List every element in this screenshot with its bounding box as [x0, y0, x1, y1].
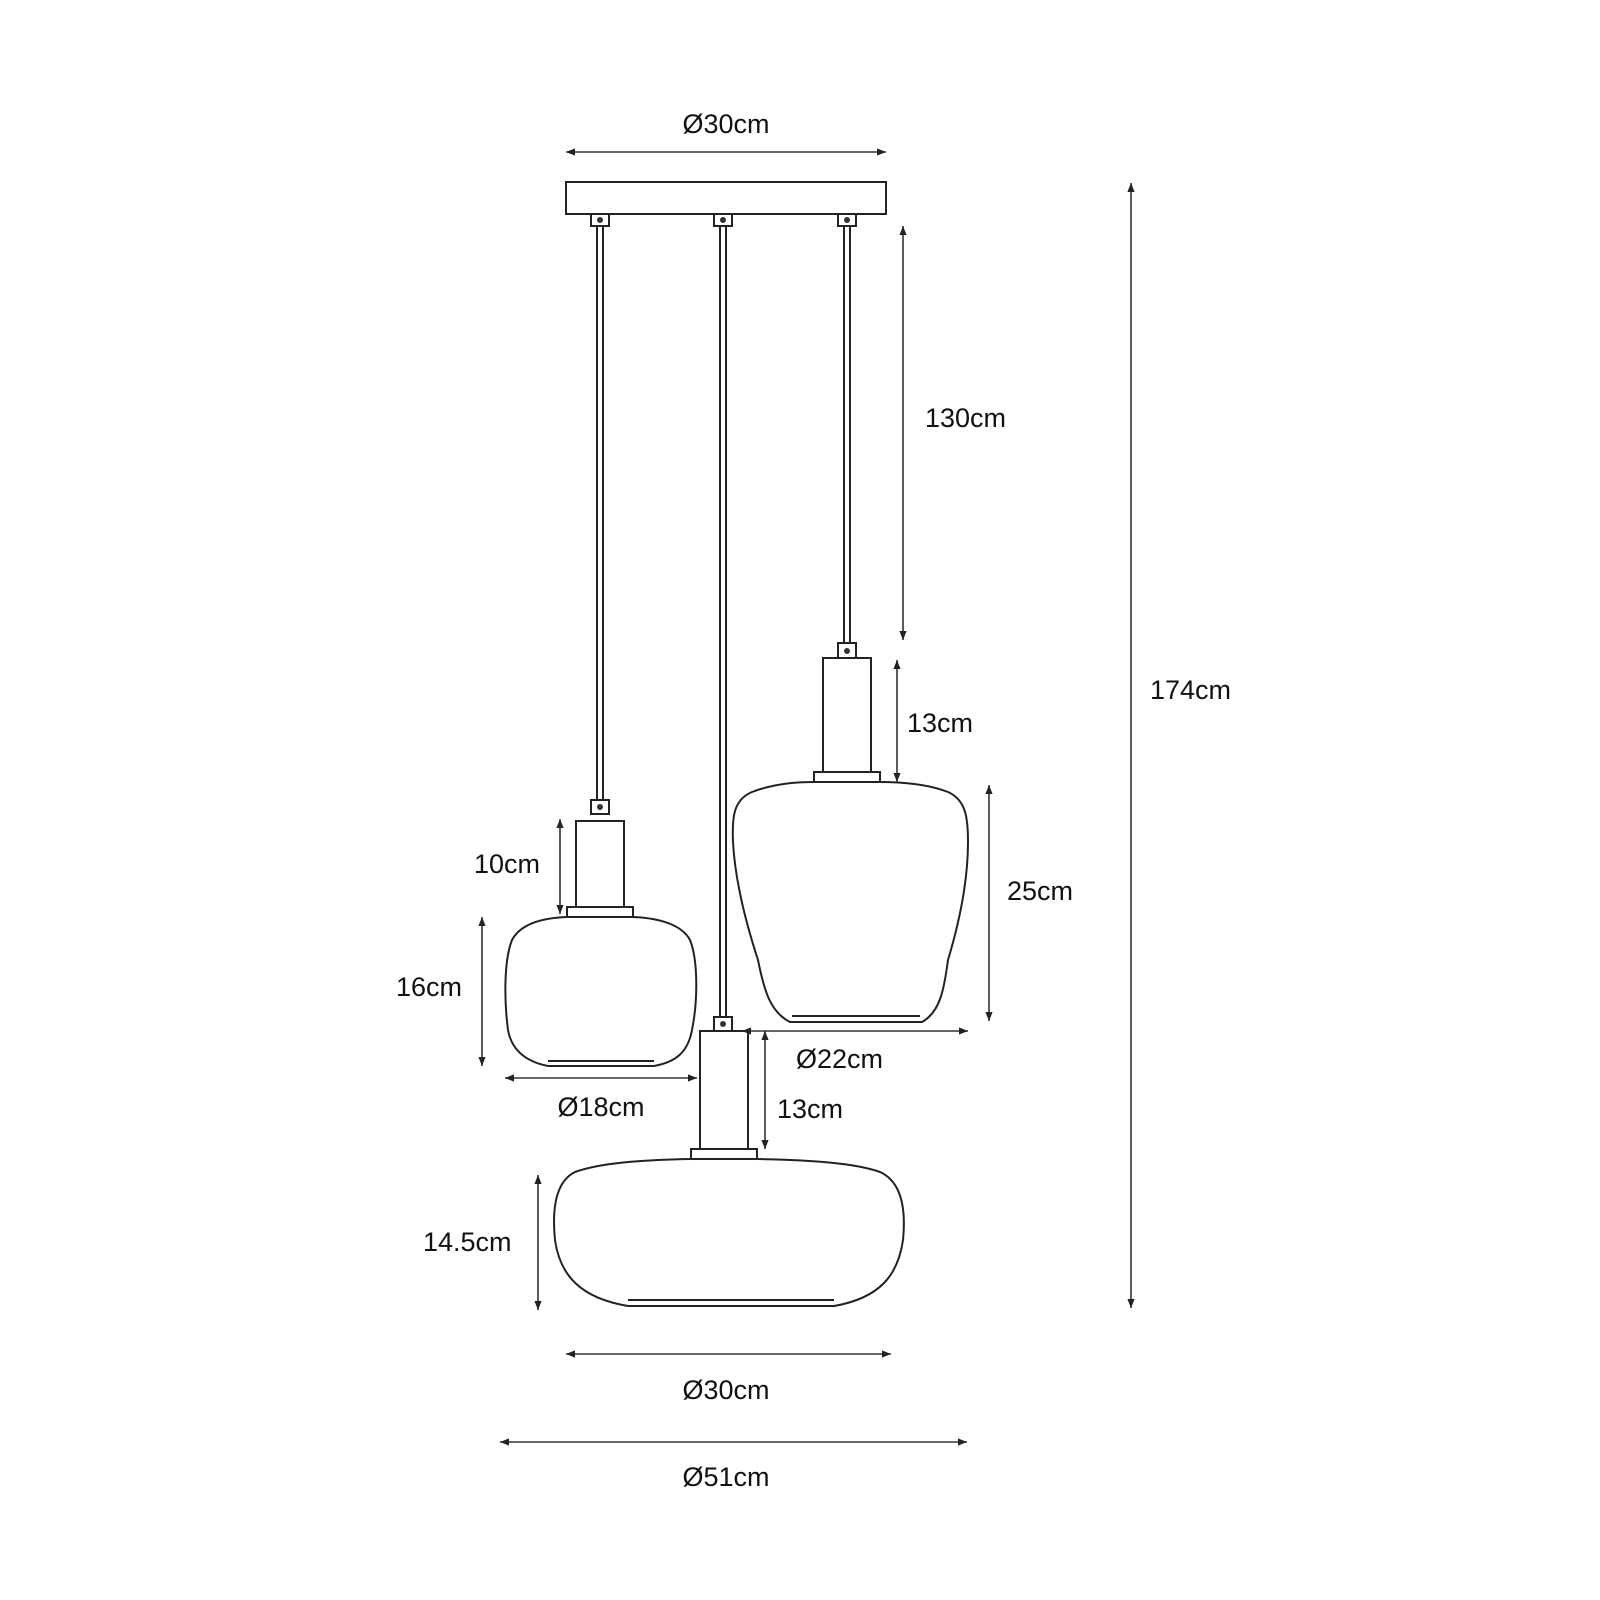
canopy-diameter-label: Ø30cm — [682, 109, 769, 139]
total-height-label: 174cm — [1150, 675, 1231, 705]
right-shade-diameter-label: Ø22cm — [796, 1044, 883, 1074]
right-pendant — [731, 642, 970, 1023]
cord-length-label: 130cm — [925, 403, 1006, 433]
dimension-labels: Ø30cm 130cm 174cm 13cm 25cm Ø22cm 10cm 1… — [396, 109, 1231, 1492]
dimension-lines — [478, 148, 1135, 1446]
right-neck-height-label: 13cm — [907, 708, 973, 738]
overall-diameter-label: Ø51cm — [682, 1462, 769, 1492]
left-neck-height-label: 10cm — [474, 849, 540, 879]
center-pendant — [553, 1016, 905, 1307]
center-neck-height-label: 13cm — [777, 1094, 843, 1124]
center-shade-height-label: 14.5cm — [423, 1227, 512, 1257]
left-shade-height-label: 16cm — [396, 972, 462, 1002]
left-pendant — [504, 799, 698, 1067]
center-shade-diameter-label: Ø30cm — [682, 1375, 769, 1405]
left-shade-diameter-label: Ø18cm — [557, 1092, 644, 1122]
cords — [596, 226, 851, 1017]
canopy — [565, 181, 887, 227]
right-shade-height-label: 25cm — [1007, 876, 1073, 906]
